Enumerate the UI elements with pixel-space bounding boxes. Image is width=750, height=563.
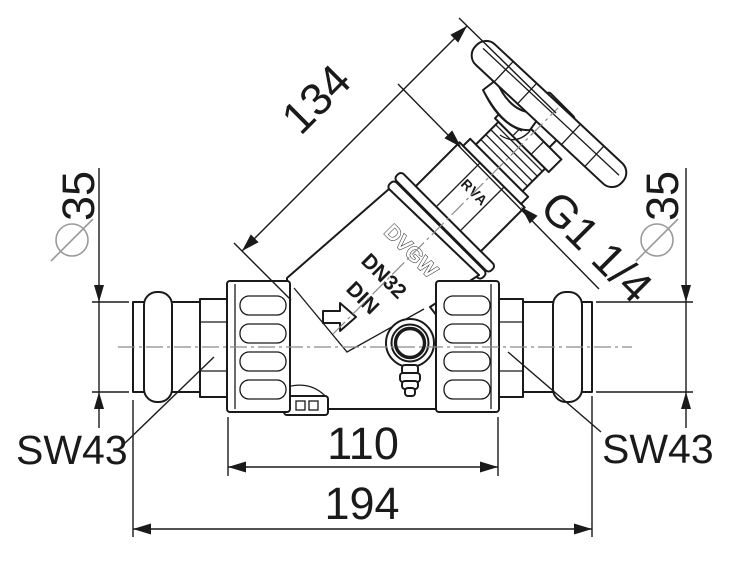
handwheel-rim	[470, 39, 628, 189]
leader-arrow	[444, 130, 461, 147]
knurl-slot	[443, 295, 491, 316]
handwheel-segment	[517, 82, 538, 105]
diameter-symbol	[640, 223, 674, 257]
handwheel-spoke-line	[482, 89, 523, 132]
leader-arrow	[521, 207, 538, 224]
drain-nipple-tip	[404, 387, 416, 397]
dimension-value: 134	[271, 54, 360, 143]
dimension-arrow	[681, 392, 691, 409]
knurl-slot	[443, 351, 491, 372]
dimension-overall-length: 194	[132, 396, 593, 537]
dimension-line	[241, 25, 468, 252]
wrench-size-label: SW43	[16, 427, 128, 473]
dimension-diameter-left: 35	[50, 168, 129, 428]
wrench-size-label: SW43	[602, 426, 714, 472]
extension-line	[233, 242, 292, 301]
drain-port	[385, 318, 435, 397]
dimension-arrow	[94, 392, 104, 409]
dimension-arrow	[480, 461, 498, 473]
dimension-union-span: 110	[227, 417, 499, 476]
handwheel-segment	[493, 61, 514, 83]
dimension-value: 35	[637, 171, 688, 221]
diameter-symbol-slash	[635, 218, 679, 262]
dimension-arrow	[450, 26, 467, 43]
diameter-symbol-slash	[50, 218, 94, 262]
dimension-arrow	[133, 523, 151, 535]
callout-wrench-left: SW43	[16, 356, 215, 473]
dimension-value: 194	[324, 478, 399, 529]
leader-line	[397, 83, 600, 290]
thread-line	[480, 139, 528, 187]
dimension-arrow	[681, 285, 691, 302]
knurl-slot	[443, 379, 491, 400]
handwheel-segment	[584, 145, 605, 167]
knurl-slot	[239, 295, 287, 316]
flow-direction-arrow	[322, 302, 357, 332]
extension-line	[458, 17, 557, 114]
handwheel-spoke-line	[499, 130, 531, 141]
handwheel-spoke	[482, 79, 544, 132]
knurl-slot	[239, 351, 287, 372]
handwheel-segment	[560, 123, 581, 146]
drain-bore	[393, 326, 427, 360]
pad-detail	[295, 400, 306, 411]
valve-body: DVGW DN32 DIN	[283, 188, 480, 416]
diameter-symbol	[55, 223, 89, 257]
callout-wrench-right: SW43	[507, 351, 714, 472]
pad-detail	[308, 400, 319, 411]
dimension-value: 110	[327, 418, 399, 469]
bonnet-hex-facet	[436, 163, 480, 207]
knurl-slot	[239, 323, 287, 344]
leader-line	[507, 351, 602, 433]
handwheel	[470, 39, 628, 189]
gland-facet	[531, 141, 544, 155]
knurl-slot	[239, 379, 287, 400]
dimension-diameter-right: 35	[596, 168, 693, 428]
thread-line	[485, 134, 533, 182]
left-hex-nut	[199, 298, 229, 398]
dimension-arrow	[574, 523, 592, 535]
stem-centerline	[332, 107, 559, 335]
dimension-arrow	[228, 461, 246, 473]
knurl-slot	[443, 323, 491, 344]
dimension-arrow	[242, 234, 259, 251]
leader-line	[123, 356, 215, 445]
dimension-value: 35	[53, 171, 104, 221]
dimension-arrow	[94, 285, 104, 302]
bonnet-hex-facet	[460, 187, 504, 231]
